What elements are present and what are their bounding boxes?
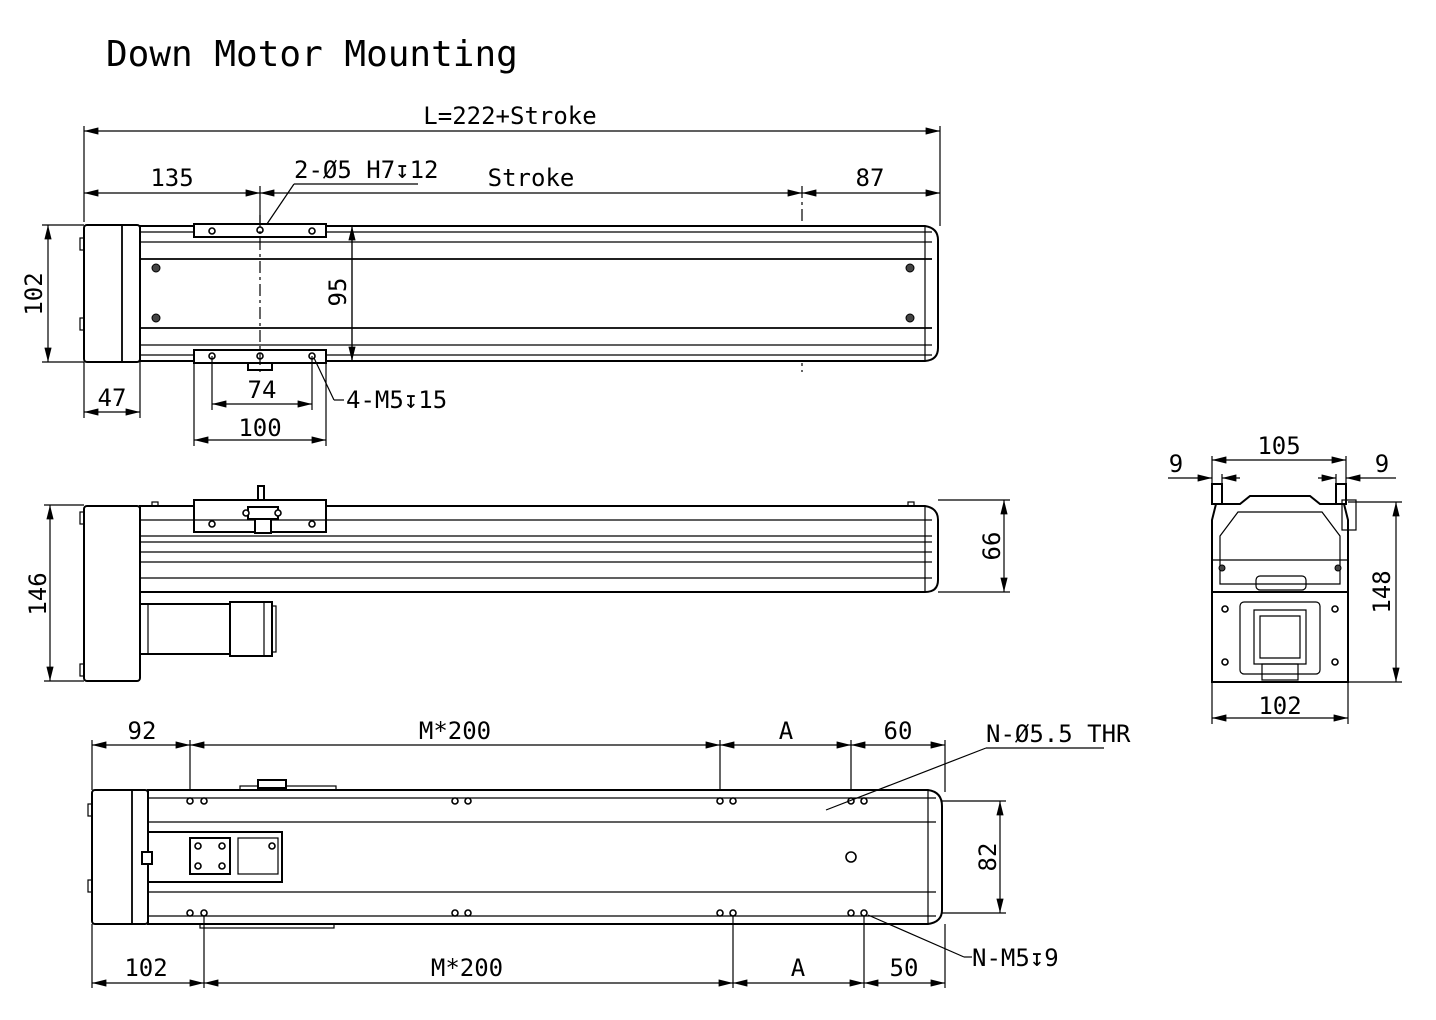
through-hole-callout: N-Ø5.5 THR bbox=[986, 720, 1131, 748]
bottom-top-left-label: 92 bbox=[128, 717, 157, 745]
left-offset-label: 135 bbox=[150, 164, 193, 192]
end-view: 105 9 9 148 102 bbox=[1168, 432, 1402, 724]
right-offset-label: 87 bbox=[856, 164, 885, 192]
bottom-width-label: 82 bbox=[974, 843, 1002, 872]
hole-pitch-label: 74 bbox=[248, 376, 277, 404]
bottom-left-label: 102 bbox=[124, 954, 167, 982]
end-width-bottom-label: 102 bbox=[1258, 692, 1301, 720]
stroke-label: Stroke bbox=[488, 164, 575, 192]
total-height-label: 146 bbox=[24, 572, 52, 615]
bottom-mid-label: M*200 bbox=[431, 954, 503, 982]
flange-right-label: 9 bbox=[1375, 450, 1389, 478]
bottom-top-a-label: A bbox=[779, 717, 794, 745]
side-view: 146 66 bbox=[24, 485, 1010, 682]
bottom-a-label: A bbox=[791, 954, 806, 982]
bottom-top-right-label: 60 bbox=[884, 717, 913, 745]
drawing-title: Down Motor Mounting bbox=[106, 34, 518, 75]
flange-left-label: 9 bbox=[1169, 450, 1183, 478]
motor-block-width-label: 47 bbox=[98, 384, 127, 412]
bottom-top-mid-label: M*200 bbox=[419, 717, 491, 745]
end-height-label: 148 bbox=[1368, 570, 1396, 613]
pin-hole-callout: 2-Ø5 H7↧12 bbox=[294, 156, 439, 184]
body-height-label: 66 bbox=[978, 532, 1006, 561]
bottom-view: 92 M*200 A 60 bbox=[87, 717, 1131, 988]
tapped-hole-callout: 4-M5↧15 bbox=[346, 386, 447, 414]
top-height-label: 102 bbox=[20, 272, 48, 315]
overall-length-label: L=222+Stroke bbox=[423, 102, 596, 130]
end-width-top-label: 105 bbox=[1257, 432, 1300, 460]
bottom-right-label: 50 bbox=[890, 954, 919, 982]
rail-span-label: 95 bbox=[324, 278, 352, 307]
bottom-tapped-hole-callout: N-M5↧9 bbox=[972, 944, 1059, 972]
carriage-length-label: 100 bbox=[238, 414, 281, 442]
top-view: L=222+Stroke 135 Stroke 87 2-Ø5 H7↧12 bbox=[20, 102, 941, 446]
